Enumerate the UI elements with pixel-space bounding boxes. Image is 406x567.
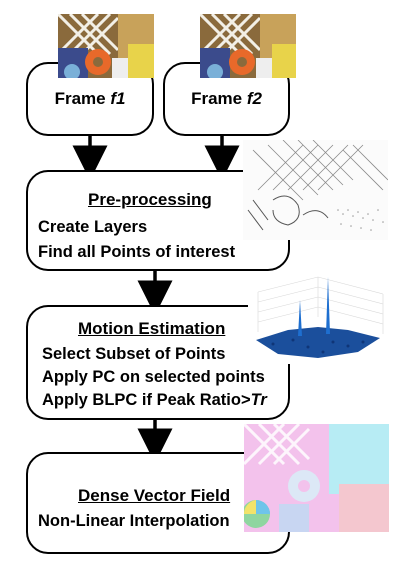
motion-estimation-title: Motion Estimation — [78, 319, 226, 338]
preprocessing-line-2: Find all Points of interest — [38, 243, 236, 261]
motion-line-3: Apply BLPC if Peak Ratio>Tr — [42, 391, 267, 409]
frame-f2-image — [200, 14, 296, 78]
dense-line-1: Non-Linear Interpolation — [38, 512, 230, 530]
dense-vector-field-title: Dense Vector Field — [78, 486, 231, 505]
motion-line-2: Apply PC on selected points — [42, 368, 265, 386]
motion-estimation-box: Motion Estimation Select Subset of Point… — [26, 305, 290, 420]
phase-correlation-surface-image — [248, 272, 388, 364]
motion-line-1: Select Subset of Points — [42, 345, 226, 363]
edge-map-image — [243, 140, 388, 240]
frame-f1-label: Frame f1 — [54, 89, 126, 108]
preprocessing-title: Pre-processing — [88, 190, 212, 209]
flow-field-image — [244, 424, 389, 532]
frame-f2-label: Frame f2 — [191, 89, 262, 108]
frame-f1-image — [58, 14, 154, 78]
preprocessing-line-1: Create Layers — [38, 218, 148, 236]
